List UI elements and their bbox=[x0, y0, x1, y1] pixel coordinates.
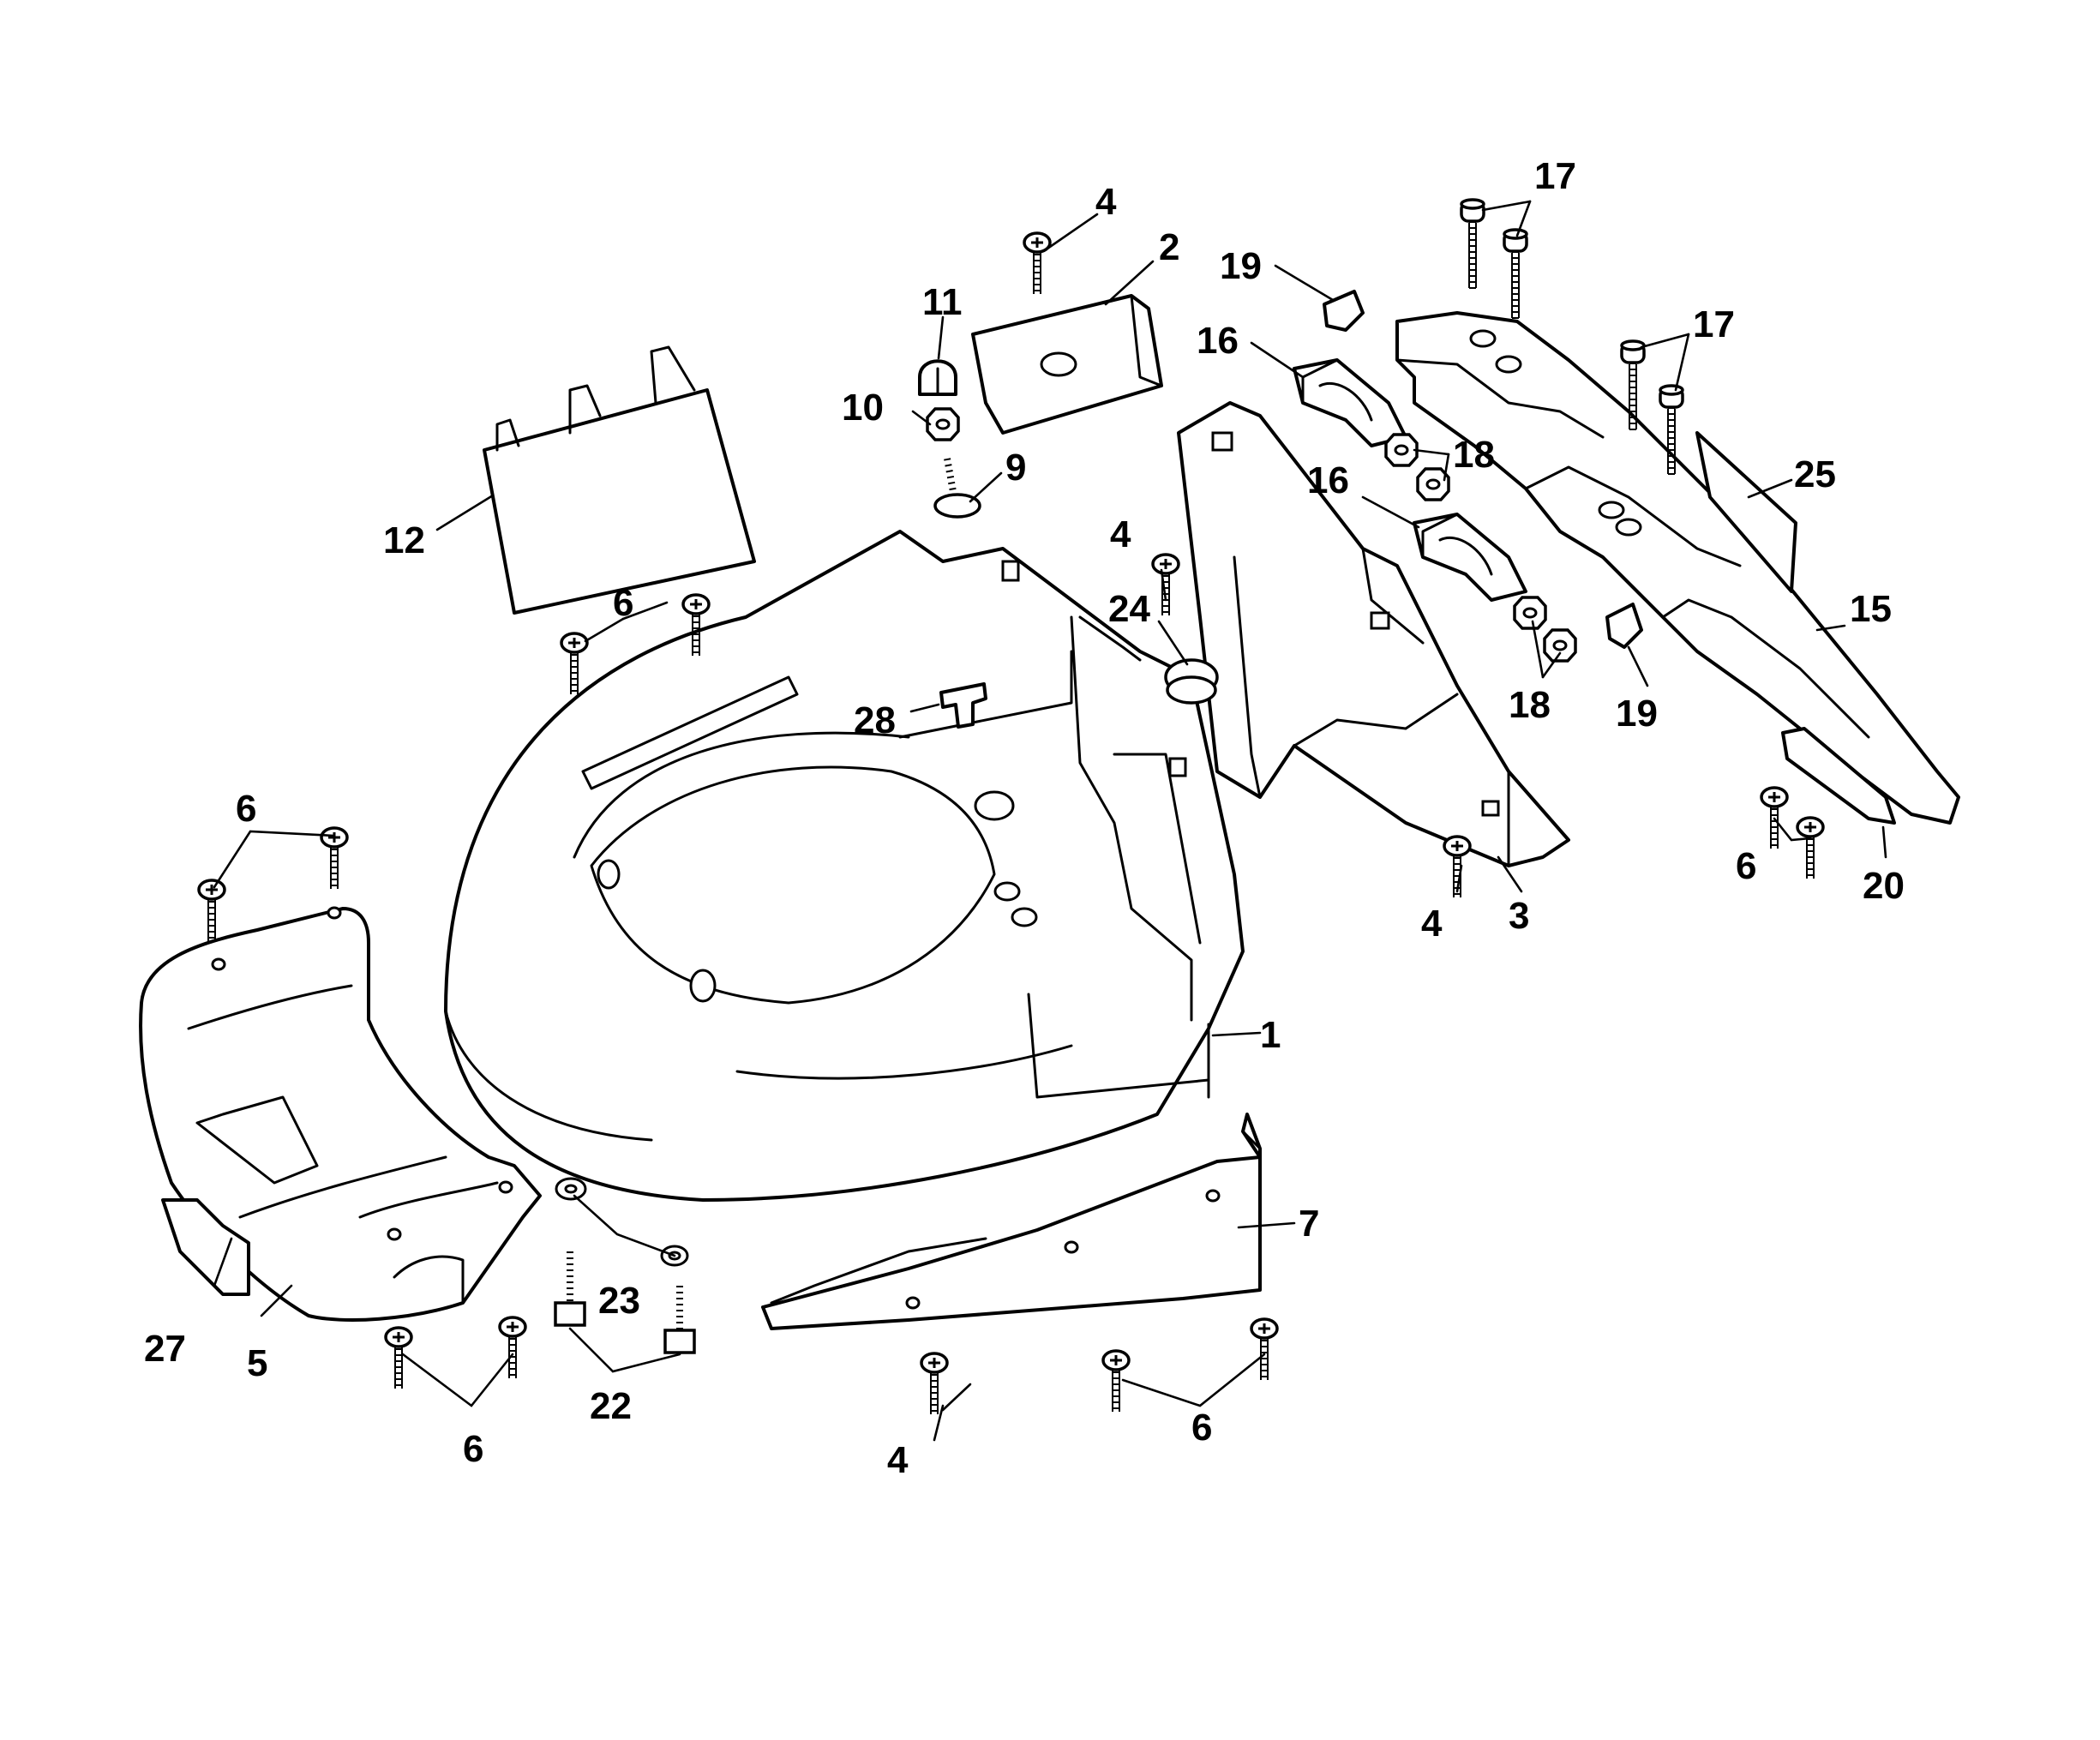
callout-18-lower: 18 bbox=[1509, 684, 1551, 726]
callout-6-guard-bottom: 6 bbox=[463, 1428, 483, 1470]
callout-23: 23 bbox=[598, 1280, 640, 1322]
cap-nut-11 bbox=[918, 359, 957, 396]
knob-19-top bbox=[1323, 290, 1365, 332]
knob-19-bottom bbox=[1605, 603, 1643, 649]
callout-19-upper: 19 bbox=[1220, 245, 1262, 287]
screw-6-side-a bbox=[1103, 1351, 1129, 1413]
hinge-bracket-upper bbox=[1293, 358, 1407, 447]
callout-20: 20 bbox=[1863, 865, 1905, 907]
rear-flap bbox=[483, 345, 756, 615]
deck-housing bbox=[444, 530, 1245, 1202]
callout-2: 2 bbox=[1159, 226, 1179, 268]
top-cover-plate bbox=[971, 294, 1163, 435]
capscrew-17-a bbox=[1461, 200, 1484, 290]
screw-4-mid bbox=[1153, 555, 1179, 617]
washer-23-a bbox=[555, 1177, 587, 1201]
callout-16-lower: 16 bbox=[1307, 459, 1349, 501]
callout-28: 28 bbox=[854, 699, 896, 741]
plate-27 bbox=[161, 1198, 250, 1296]
grommet-24 bbox=[1164, 658, 1219, 705]
callout-18-upper: 18 bbox=[1453, 434, 1495, 476]
callout-16-upper: 16 bbox=[1197, 320, 1239, 362]
callout-4-right: 4 bbox=[1421, 903, 1443, 945]
bolt-9 bbox=[933, 458, 981, 519]
plug-28 bbox=[939, 682, 987, 729]
callout-25: 25 bbox=[1794, 453, 1836, 495]
callout-24: 24 bbox=[1108, 588, 1150, 630]
screw-6-flap-left bbox=[561, 633, 587, 696]
callout-6-right: 6 bbox=[1736, 845, 1756, 887]
callout-27: 27 bbox=[144, 1328, 186, 1370]
carriage-bolt-22-a bbox=[554, 1251, 586, 1327]
callout-1: 1 bbox=[1260, 1014, 1281, 1056]
callout-22: 22 bbox=[590, 1385, 632, 1427]
screw-6-side-b bbox=[1251, 1319, 1277, 1382]
callout-19-lower: 19 bbox=[1616, 693, 1658, 735]
side-guard-plate bbox=[761, 1113, 1262, 1330]
screw-6-guard-d bbox=[500, 1317, 525, 1380]
screw-6-right-b bbox=[1797, 818, 1823, 880]
carriage-bolt-22-b bbox=[663, 1286, 696, 1354]
front-guard-left bbox=[139, 906, 542, 1322]
screw-4-top bbox=[1024, 233, 1050, 296]
callout-4-mid: 4 bbox=[1110, 513, 1131, 555]
callout-4-bottom: 4 bbox=[887, 1439, 909, 1481]
screw-6-guard-a bbox=[199, 880, 225, 943]
callout-6-guard-top: 6 bbox=[236, 788, 256, 830]
callout-15: 15 bbox=[1850, 588, 1892, 630]
nut-10 bbox=[926, 407, 960, 441]
callout-4-top: 4 bbox=[1095, 181, 1117, 223]
callout-6-flap: 6 bbox=[613, 582, 633, 624]
callout-3: 3 bbox=[1509, 895, 1529, 937]
callout-9: 9 bbox=[1005, 447, 1026, 489]
nut-18-d bbox=[1543, 628, 1577, 663]
screw-6-guard-b bbox=[321, 828, 347, 891]
handle-bracket bbox=[1395, 311, 1960, 825]
nut-18-b bbox=[1416, 467, 1450, 501]
leader-lines bbox=[213, 200, 1887, 1442]
callout-17-lower: 17 bbox=[1693, 303, 1735, 345]
callout-7: 7 bbox=[1299, 1203, 1319, 1245]
callout-labels: 1 2 3 4 4 4 4 5 6 6 6 6 6 7 9 10 11 12 1… bbox=[144, 155, 1905, 1481]
plate-20 bbox=[1781, 727, 1896, 825]
plate-25 bbox=[1695, 431, 1797, 593]
capscrew-17-b bbox=[1504, 230, 1527, 320]
callout-6-side: 6 bbox=[1191, 1407, 1212, 1449]
nut-18-a bbox=[1384, 433, 1419, 467]
nut-18-c bbox=[1513, 596, 1547, 630]
callout-12: 12 bbox=[383, 519, 425, 561]
callout-17-upper: 17 bbox=[1534, 155, 1576, 197]
callout-5: 5 bbox=[247, 1342, 267, 1384]
callout-11: 11 bbox=[922, 281, 963, 323]
hinge-bracket-lower bbox=[1413, 513, 1527, 602]
callout-10: 10 bbox=[842, 387, 884, 429]
side-chute-guard bbox=[1177, 401, 1570, 867]
